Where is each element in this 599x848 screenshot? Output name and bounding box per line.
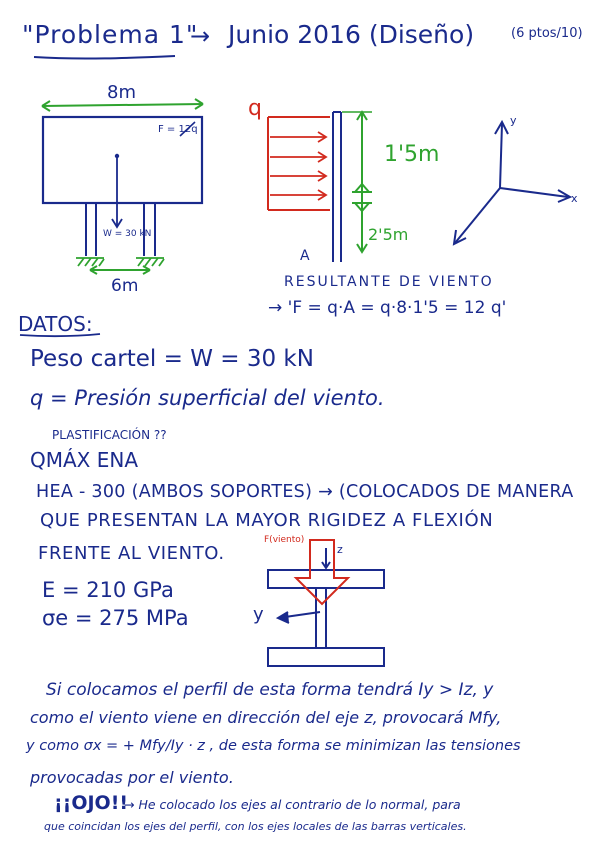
qmax-line: qmáx ena — [30, 448, 139, 472]
a-label: A — [300, 248, 310, 264]
width-label: 8m — [107, 82, 136, 103]
header-date: Junio 2016 (Diseño) — [228, 20, 475, 49]
flange-bottom — [267, 647, 385, 667]
force-leader — [179, 121, 196, 137]
height-1-label: 1'5m — [384, 142, 440, 167]
billboard-figure — [41, 98, 204, 275]
qmax-superscript: plastificación ?? — [52, 428, 167, 442]
modulus-line: E = 210 GPa — [42, 578, 174, 602]
note-line-3: y como σx = + Mfy/Iy · z , de esta forma… — [26, 738, 521, 754]
note-warning: ¡¡OJO!! — [54, 792, 129, 814]
hea-line-3: frente al viento. — [38, 543, 225, 564]
flange-top — [267, 569, 385, 589]
section-z-label: z — [337, 543, 343, 556]
note-line-1: Si colocamos el perfil de esta forma ten… — [46, 680, 494, 700]
wind-load-figure — [267, 110, 372, 262]
header-points: (6 ptos/10) — [511, 26, 583, 41]
arrow-right-icon — [194, 98, 204, 110]
height-2-label: 2'5m — [368, 225, 409, 244]
ground-hatch-left — [76, 257, 105, 267]
billboard-panel — [41, 115, 204, 205]
problem-title: "Problema 1" — [22, 20, 199, 49]
resultant-formula: → 'F = q·A = q·8·1'5 = 12 q' — [268, 298, 507, 318]
ground-hatch-right — [136, 257, 165, 267]
support-label: 6m — [111, 276, 139, 296]
section-force-label: F(viento) — [264, 535, 305, 545]
q-label: q — [248, 96, 262, 121]
hea-line-1: HEA - 300 (ambos soportes) → (colocados … — [36, 482, 574, 502]
hea-line-2: que presentan la mayor rigidez a flexión — [40, 510, 494, 531]
note-line-4: provocadas por el viento. — [30, 768, 234, 787]
section-y-label: y — [253, 604, 264, 625]
header-arrow: → — [190, 22, 211, 50]
axis-x-label: x — [571, 192, 578, 205]
axis-y-label: y — [510, 114, 517, 127]
wind-force-arrow — [293, 539, 351, 606]
datos-underline — [19, 333, 101, 337]
q-definition: q = Presión superficial del viento. — [30, 386, 385, 410]
width-dimension-line — [41, 103, 204, 107]
force-label: F = 12q — [158, 124, 198, 135]
arrow-left-icon — [41, 100, 51, 112]
note-line-6: que coincidan los ejes del perfil, con l… — [44, 820, 467, 833]
weight-label: W = 30 kN — [103, 229, 152, 239]
note-line-2: como el viento viene en dirección del ej… — [30, 708, 502, 727]
axes-icon — [452, 119, 573, 246]
yield-line: σe = 275 MPa — [42, 606, 189, 630]
datos-heading: Datos: — [18, 312, 93, 336]
mid-dimension-ticks — [352, 182, 372, 213]
resultant-title: Resultante de viento — [284, 274, 494, 290]
peso-line: Peso cartel = W = 30 kN — [30, 346, 314, 372]
note-line-5: → He colocado los ejes al contrario de l… — [124, 797, 461, 812]
hea-section-figure — [267, 539, 385, 667]
title-underline — [33, 55, 176, 60]
arrow-down-icon — [111, 218, 123, 229]
wind-arrows — [270, 131, 328, 201]
